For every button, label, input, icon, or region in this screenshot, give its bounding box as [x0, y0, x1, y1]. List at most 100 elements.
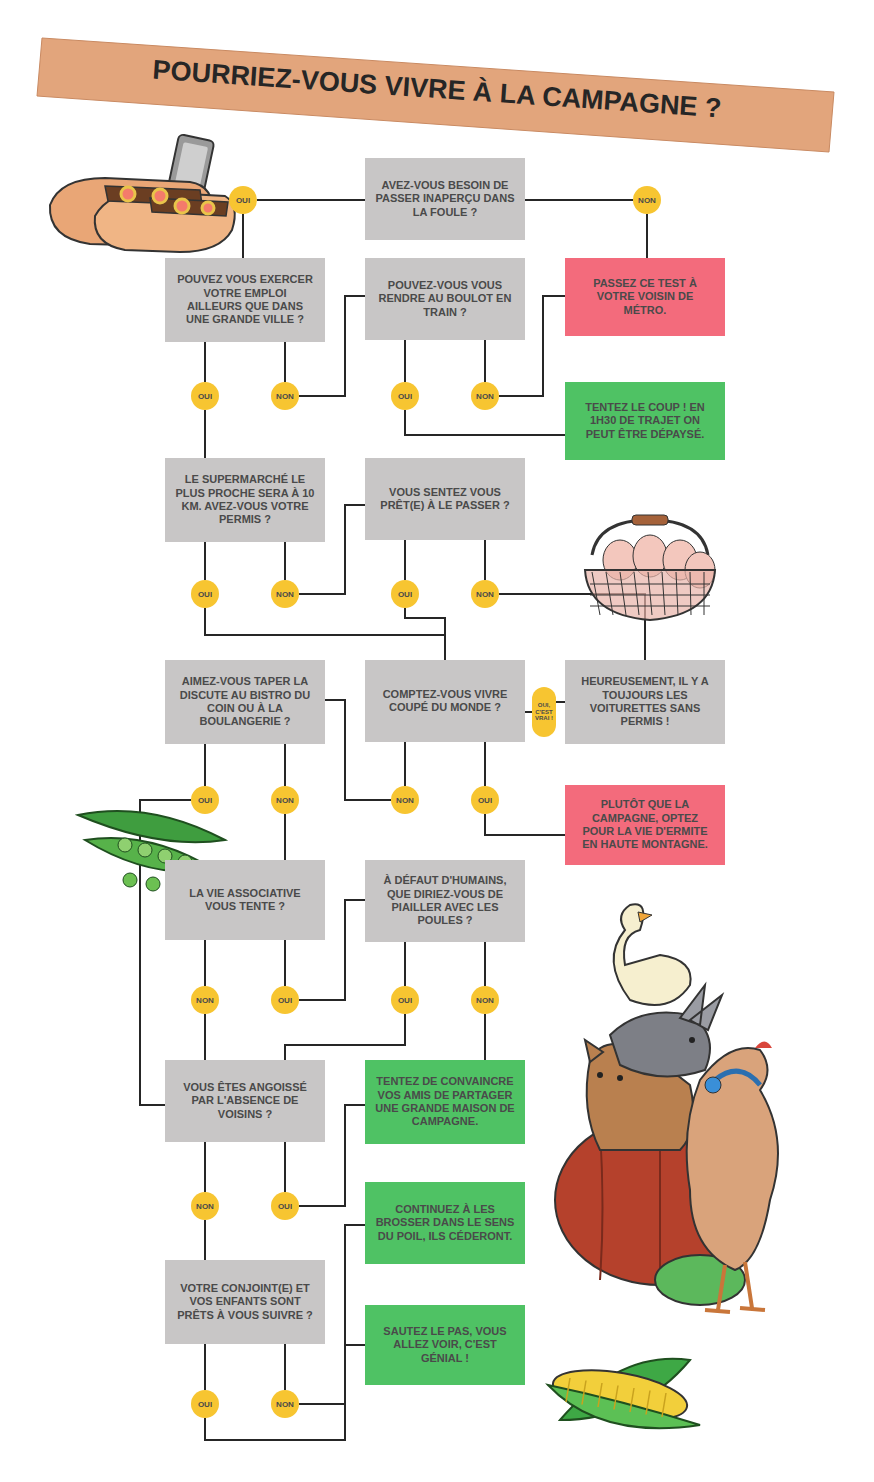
corn-kernel-row	[598, 1383, 602, 1407]
connector	[646, 214, 648, 258]
answer-badge: NON	[633, 186, 661, 214]
basket-wire	[590, 595, 710, 596]
question-box: VOUS ÊTES ANGOISSÉ PAR L'ABSENCE DE VOIS…	[165, 1060, 325, 1142]
question-box: À DÉFAUT D'HUMAINS, QUE DIRIEZ-VOUS DE P…	[365, 860, 525, 942]
connector	[284, 744, 286, 786]
box-text: TENTEZ DE CONVAINCRE VOS AMIS DE PARTAGE…	[375, 1075, 515, 1129]
box-text: HEUREUSEMENT, IL Y A TOUJOURS LES VOITUR…	[575, 675, 715, 729]
answer-badge: OUI	[229, 186, 257, 214]
box-text: SAUTEZ LE PAS, VOUS ALLEZ VOIR, C'EST GÉ…	[375, 1325, 515, 1365]
answer-badge: OUI	[191, 1390, 219, 1418]
question-box: POUVEZ-VOUS VOUS RENDRE AU BOULOT EN TRA…	[365, 258, 525, 340]
basket-wire	[592, 572, 600, 615]
answer-label: OUI	[198, 392, 212, 401]
corn-kernel-row	[582, 1381, 586, 1405]
box-text: AVEZ-VOUS BESOIN DE PASSER INAPERÇU DANS…	[375, 179, 515, 219]
answer-label: NON	[476, 996, 494, 1005]
question-box: POUVEZ VOUS EXERCER VOTRE EMPLOI AILLEUR…	[165, 258, 325, 342]
corn-kernel-row	[662, 1393, 666, 1417]
connector	[204, 342, 206, 382]
corn-illustration	[548, 1359, 700, 1429]
connector	[242, 214, 244, 258]
answer-badge: OUI	[191, 786, 219, 814]
box-text: COMPTEZ-VOUS VIVRE COUPÉ DU MONDE ?	[375, 688, 515, 715]
corn-kernel-row	[630, 1388, 634, 1412]
answer-label: OUI	[198, 590, 212, 599]
connector	[204, 542, 206, 580]
connector	[204, 1014, 206, 1060]
box-text: AIMEZ-VOUS TAPER LA DISCUTE AU BISTRO DU…	[175, 675, 315, 729]
answer-badge: OUI	[191, 382, 219, 410]
answer-label: OUI	[198, 796, 212, 805]
basket-wire	[634, 572, 639, 615]
corn-kernel-row	[566, 1378, 570, 1402]
answer-badge: NON	[271, 382, 299, 410]
question-box: AIMEZ-VOUS TAPER LA DISCUTE AU BISTRO DU…	[165, 660, 325, 744]
answer-badge: NON	[471, 986, 499, 1014]
answer-label: OUI	[398, 392, 412, 401]
connector	[204, 1220, 206, 1260]
answer-badge: OUI	[391, 382, 419, 410]
connector	[485, 814, 565, 835]
answer-label: OUI	[198, 1400, 212, 1409]
connector	[204, 744, 206, 786]
answer-label: OUI	[398, 590, 412, 599]
animals-illustration	[555, 904, 778, 1312]
answer-label: OUI	[236, 196, 250, 205]
answer-box: SAUTEZ LE PAS, VOUS ALLEZ VOIR, C'EST GÉ…	[365, 1305, 525, 1385]
title-band	[37, 38, 834, 152]
connector	[556, 701, 565, 703]
answer-badge: OUI	[271, 1192, 299, 1220]
answer-label: OUI	[478, 796, 492, 805]
answer-label: NON	[276, 392, 294, 401]
connector	[484, 1014, 486, 1060]
answer-badge: OUI, C'EST VRAI !	[532, 687, 556, 737]
connector	[205, 608, 445, 660]
answer-box: TENTEZ DE CONVAINCRE VOS AMIS DE PARTAGE…	[365, 1060, 525, 1144]
answer-badge: NON	[271, 786, 299, 814]
answer-label: NON	[196, 1202, 214, 1211]
connector	[525, 199, 633, 201]
egg-basket-illustration	[585, 515, 715, 620]
question-box: HEUREUSEMENT, IL Y A TOUJOURS LES VOITUR…	[565, 660, 725, 744]
connector	[204, 940, 206, 986]
connector	[204, 410, 206, 458]
connector	[204, 1142, 206, 1192]
answer-badge: OUI	[271, 986, 299, 1014]
question-box: VOUS SENTEZ VOUS PRÊT(E) À LE PASSER ?	[365, 458, 525, 540]
question-box: COMPTEZ-VOUS VIVRE COUPÉ DU MONDE ?	[365, 660, 525, 742]
connector	[404, 942, 406, 986]
answer-badge: NON	[271, 580, 299, 608]
box-text: À DÉFAUT D'HUMAINS, QUE DIRIEZ-VOUS DE P…	[375, 874, 515, 928]
question-box: LA VIE ASSOCIATIVE VOUS TENTE ?	[165, 860, 325, 940]
connector	[284, 814, 286, 860]
connector	[284, 1344, 286, 1390]
basket-wire	[590, 606, 710, 607]
connector	[257, 199, 365, 201]
answer-box: CONTINUEZ À LES BROSSER DANS LE SENS DU …	[365, 1182, 525, 1264]
corn-kernel-row	[646, 1391, 650, 1415]
answer-badge: OUI	[391, 580, 419, 608]
box-text: VOUS ÊTES ANGOISSÉ PAR L'ABSENCE DE VOIS…	[175, 1081, 315, 1121]
answer-label: OUI	[278, 996, 292, 1005]
box-text: POUVEZ-VOUS VOUS RENDRE AU BOULOT EN TRA…	[375, 279, 515, 319]
answer-label: NON	[276, 796, 294, 805]
box-text: LE SUPERMARCHÉ LE PLUS PROCHE SERA À 10 …	[175, 473, 315, 527]
answer-badge: NON	[271, 1390, 299, 1418]
question-box: AVEZ-VOUS BESOIN DE PASSER INAPERÇU DANS…	[365, 158, 525, 240]
connector	[404, 540, 406, 580]
connector	[284, 542, 286, 580]
answer-box: PLUTÔT QUE LA CAMPAGNE, OPTEZ POUR LA VI…	[565, 785, 725, 865]
basket-wire	[662, 572, 665, 615]
answer-label: NON	[476, 590, 494, 599]
connector	[284, 940, 286, 986]
connector	[205, 1345, 365, 1440]
answer-label: NON	[396, 796, 414, 805]
answer-badge: NON	[191, 986, 219, 1014]
answer-badge: NON	[191, 1192, 219, 1220]
basket-wire	[704, 572, 705, 615]
basket-wire	[606, 572, 613, 615]
connector	[405, 410, 565, 435]
connector	[525, 711, 532, 713]
basket-wire	[648, 572, 652, 615]
